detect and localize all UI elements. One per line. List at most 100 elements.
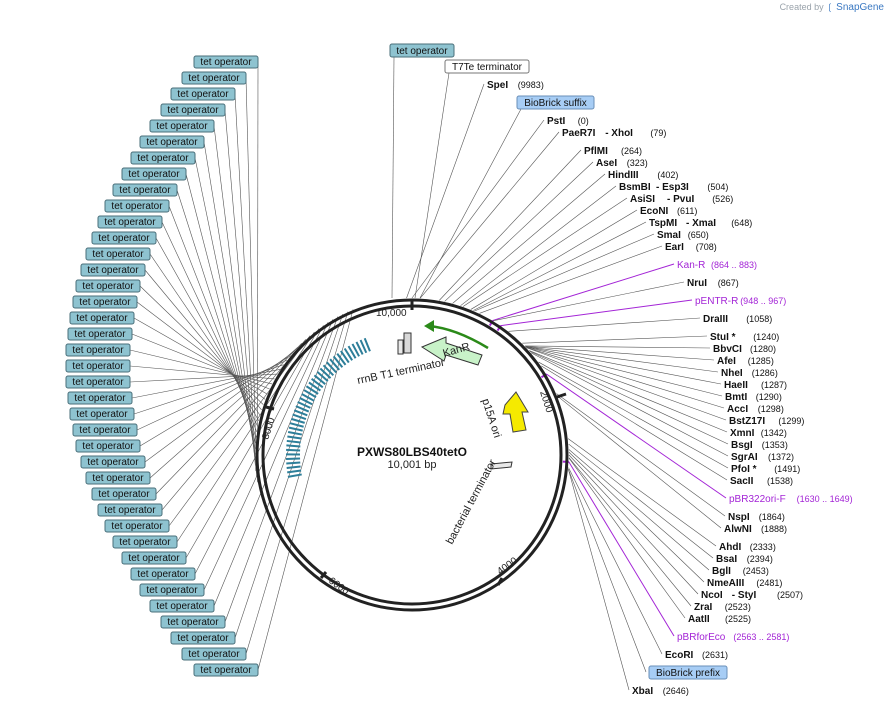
svg-text:(1491): (1491) [774, 464, 800, 474]
tet-operator-bar [287, 473, 302, 478]
svg-text:tet operator: tet operator [92, 473, 144, 484]
svg-text:(402): (402) [657, 170, 678, 180]
svg-text:tet operator: tet operator [137, 569, 189, 580]
tick-label-8000: 8000 [260, 416, 277, 441]
svg-text:AhdI: AhdI [719, 542, 741, 553]
tet-operator-label: tet operator [67, 327, 133, 341]
top-label-suffix: BioBrick suffix [516, 95, 595, 110]
tet-operator-bar [286, 461, 301, 465]
tet-operator-bar [332, 355, 344, 368]
tet-operator-label: tet operator [72, 295, 138, 309]
svg-text:(2523): (2523) [725, 602, 751, 612]
svg-text:(504): (504) [707, 182, 728, 192]
svg-text:(79): (79) [650, 128, 666, 138]
site-asisi: AsiSI- PvuI(526) [630, 194, 733, 205]
site-eari: EarI(708) [665, 242, 717, 253]
tick-6000 [319, 571, 328, 579]
site-bbvci: BbvCI(1280) [713, 344, 776, 355]
svg-text:NmeAIII: NmeAIII [707, 578, 744, 589]
tet-operator-bar [347, 345, 357, 359]
svg-text:BstZ17I: BstZ17I [729, 416, 765, 427]
site-zrai: ZraI(2523) [694, 602, 751, 613]
svg-text:tet operator: tet operator [200, 57, 252, 68]
tet-operator-label: tet operator [121, 551, 187, 565]
site-nrui: NruI(867) [687, 278, 739, 289]
svg-text:(9983): (9983) [518, 80, 544, 90]
svg-text:DraIII: DraIII [703, 314, 728, 325]
svg-text:tet operator: tet operator [76, 313, 128, 324]
svg-text:- XhoI: - XhoI [605, 128, 633, 139]
site-tspmi: TspMI- XmaI(648) [649, 218, 752, 229]
p15a-ori-feature [502, 391, 529, 433]
svg-text:tet operator: tet operator [82, 281, 134, 292]
svg-text:EcoNI: EcoNI [640, 206, 669, 217]
svg-text:- Esp3I: - Esp3I [656, 182, 689, 193]
svg-text:(2453): (2453) [743, 566, 769, 576]
tet-operator-label: tet operator [149, 119, 215, 133]
tet-operator-bar [363, 337, 371, 352]
site-pbrforeco: pBRforEco(2563 .. 2581) [677, 632, 789, 643]
svg-text:BioBrick suffix: BioBrick suffix [524, 98, 587, 109]
top-label-op: tet operator [389, 43, 455, 58]
site-haeii: HaeII(1287) [724, 380, 787, 391]
site-draiii: DraIII (1058) [703, 314, 772, 325]
tet-operator-bar [286, 465, 301, 469]
svg-text:tet operator: tet operator [146, 137, 198, 148]
svg-text:tet operator: tet operator [188, 73, 240, 84]
svg-text:AatII: AatII [688, 614, 710, 625]
tet-operator-label: tet operator [193, 663, 259, 677]
operator-labels: tet operator tet operator tet operator tet … [65, 55, 259, 677]
svg-text:tet operator: tet operator [72, 345, 124, 356]
p15a-ori-label: p15A ori [479, 397, 503, 439]
svg-text:(2507): (2507) [777, 590, 803, 600]
svg-text:tet operator: tet operator [87, 265, 139, 276]
tet-operator-bar [287, 431, 303, 436]
tet-operator-label: tet operator [80, 455, 146, 469]
site-xmni: XmnI(1342) [730, 428, 787, 439]
svg-text:tet operator: tet operator [74, 393, 126, 404]
tet-operator-label: tet operator [67, 391, 133, 405]
tet-operator-bar [286, 448, 301, 452]
svg-text:(1058): (1058) [746, 314, 772, 324]
tet-operator-label: tet operator [65, 375, 131, 389]
svg-text:pBRforEco: pBRforEco [677, 632, 726, 643]
site-bsgi: BsgI(1353) [731, 440, 788, 451]
tet-operator-bar [288, 426, 303, 432]
tet-operator-bar [319, 367, 332, 379]
site-biobrick-prefix: BioBrick prefix [648, 665, 728, 680]
tet-operator-bar [340, 350, 350, 364]
site-sgrai: SgrAI(1372) [731, 452, 794, 463]
site-xbai: XbaI(2646) [632, 686, 689, 697]
tick-marks [265, 300, 567, 586]
tet-operator-bar [287, 469, 302, 474]
site-smai: SmaI(650) [657, 230, 709, 241]
svg-text:BioBrick prefix: BioBrick prefix [656, 668, 720, 679]
kanr-feature [420, 336, 483, 366]
svg-text:AfeI: AfeI [717, 356, 736, 367]
tet-operator-label: tet operator [181, 71, 247, 85]
tet-operator-bar [289, 422, 304, 428]
tick-label-10000: 10,000 [376, 308, 407, 319]
tet-operator-label: tet operator [69, 311, 135, 325]
tet-operator-label: tet operator [75, 439, 141, 453]
site-bsai: BsaI(2394) [716, 554, 773, 565]
svg-text:AlwNI: AlwNI [724, 524, 752, 535]
svg-text:tet operator: tet operator [128, 553, 180, 564]
svg-text:pENTR-R: pENTR-R [695, 296, 738, 307]
tet-operator-label: tet operator [69, 407, 135, 421]
svg-text:tet operator: tet operator [396, 46, 448, 57]
tet-operator-bar [297, 401, 311, 409]
site-acci: AccI(1298) [727, 404, 784, 415]
svg-text:PfoI *: PfoI * [731, 464, 757, 475]
site-bstz17i: BstZ17I(1299) [729, 416, 804, 427]
svg-text:tet operator: tet operator [167, 105, 219, 116]
bacterial-terminator-feature [490, 461, 513, 470]
tet-operator-bar [343, 347, 353, 361]
svg-text:tet operator: tet operator [111, 521, 163, 532]
svg-text:(650): (650) [688, 230, 709, 240]
svg-text:(2333): (2333) [750, 542, 776, 552]
tet-operator-label: tet operator [85, 247, 151, 261]
site-bgli: BglI(2453) [712, 566, 769, 577]
svg-text:tet operator: tet operator [92, 249, 144, 260]
